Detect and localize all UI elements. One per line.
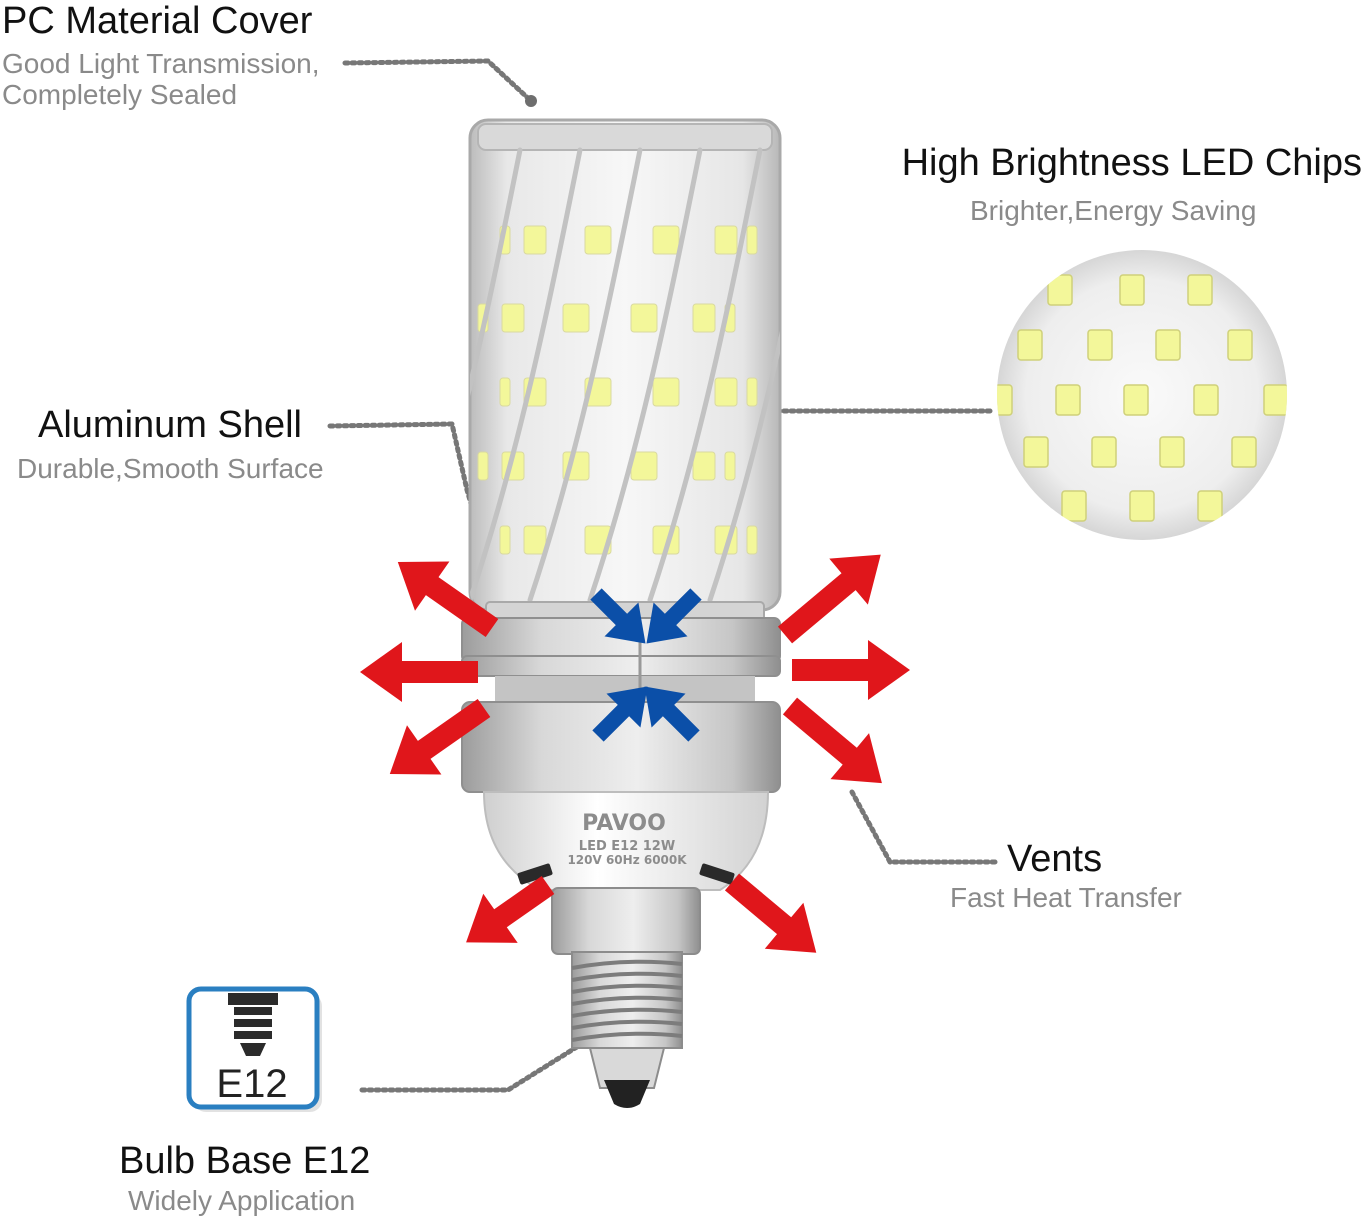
led-chip bbox=[746, 225, 758, 255]
magnified-led-chip bbox=[1231, 436, 1257, 468]
thread-line bbox=[571, 995, 683, 1006]
magnified-led-chip bbox=[1129, 490, 1155, 522]
cool-air-arrows bbox=[590, 588, 702, 742]
pc-cover-leader-dot bbox=[525, 95, 537, 107]
magnified-led-chip bbox=[1119, 274, 1145, 306]
hot-air-arrow bbox=[782, 697, 882, 784]
magnified-led-chip bbox=[1193, 384, 1219, 416]
cool-air-arrow bbox=[644, 686, 700, 742]
magnified-led-chip bbox=[1023, 436, 1049, 468]
magnified-led-chip bbox=[1155, 329, 1181, 361]
spiral-wire bbox=[470, 147, 523, 603]
bulb-brand-print: PAVOO bbox=[582, 811, 666, 836]
pc-cover-line1: Good Light Transmission, bbox=[2, 48, 320, 79]
led-chip bbox=[714, 377, 738, 407]
vents-title: Vents bbox=[1007, 838, 1103, 880]
thread-line bbox=[571, 1007, 683, 1018]
spiral-wire bbox=[647, 147, 763, 603]
magnified-led-chip bbox=[1055, 384, 1081, 416]
led-chip bbox=[652, 225, 680, 255]
thread-line bbox=[571, 971, 683, 982]
led-chip-grid bbox=[477, 225, 758, 555]
led-chip bbox=[630, 303, 658, 333]
led-chips-subtitle: Brighter,Energy Saving bbox=[970, 195, 1257, 226]
vents-leader bbox=[849, 789, 998, 865]
thread-line bbox=[571, 983, 683, 994]
magnified-led-chip bbox=[1187, 274, 1213, 306]
led-chip bbox=[501, 303, 525, 333]
hot-air-arrow bbox=[466, 875, 555, 943]
bulb-base-leader bbox=[359, 1037, 591, 1093]
magnified-led-chip bbox=[1087, 329, 1113, 361]
magnified-led-chip bbox=[1227, 329, 1253, 361]
e12-icon-label: E12 bbox=[216, 1062, 287, 1106]
cool-air-arrow bbox=[592, 686, 648, 742]
pc-cover-title: PC Material Cover bbox=[2, 0, 313, 42]
magnified-led-chip bbox=[1263, 384, 1287, 416]
led-chips-magnified bbox=[997, 250, 1287, 540]
led-chip bbox=[523, 225, 547, 255]
led-chip bbox=[562, 303, 590, 333]
pc-cover-leader bbox=[342, 58, 533, 103]
led-chip bbox=[692, 303, 716, 333]
thread-line bbox=[571, 959, 683, 970]
hot-air-arrow bbox=[724, 873, 817, 953]
spiral-wire bbox=[707, 147, 780, 603]
led-chip bbox=[523, 525, 547, 555]
magnified-led-chip bbox=[1123, 384, 1149, 416]
spiral-wire bbox=[587, 147, 703, 603]
led-chips-title: High Brightness LED Chips bbox=[901, 142, 1362, 184]
spiral-wires bbox=[470, 147, 780, 603]
led-chip bbox=[714, 225, 738, 255]
magnified-led-chip bbox=[1091, 436, 1117, 468]
bulb-base-subtitle: Widely Application bbox=[128, 1185, 356, 1216]
magnified-led-chip bbox=[1017, 329, 1043, 361]
hot-air-arrow bbox=[792, 640, 910, 700]
led-chip bbox=[584, 225, 612, 255]
magnified-led-chip bbox=[1159, 436, 1185, 468]
led-chip bbox=[477, 451, 489, 481]
led-chip bbox=[499, 377, 511, 407]
bulb-spec-print-1: LED E12 12W bbox=[579, 839, 675, 854]
vents-subtitle: Fast Heat Transfer bbox=[950, 882, 1182, 913]
magnified-led-chip bbox=[1047, 274, 1073, 306]
aluminum-shell-title: Aluminum Shell bbox=[38, 404, 302, 446]
aluminum-shell-subtitle: Durable,Smooth Surface bbox=[17, 453, 324, 484]
spiral-wire bbox=[470, 147, 583, 603]
hot-air-arrow bbox=[397, 561, 499, 638]
hot-air-arrow bbox=[777, 554, 881, 644]
hot-air-arrow bbox=[389, 698, 491, 775]
bulb-base-title: Bulb Base E12 bbox=[119, 1140, 371, 1182]
magnified-led-chip bbox=[1197, 490, 1223, 522]
led-chip bbox=[499, 525, 511, 555]
led-chip bbox=[692, 451, 716, 481]
led-chip bbox=[652, 377, 680, 407]
e12-base-icon: E12 bbox=[186, 986, 322, 1112]
pc-cover-line2: Completely Sealed bbox=[2, 79, 238, 110]
magnified-led-chip bbox=[997, 384, 1013, 416]
cool-air-arrow bbox=[646, 588, 702, 644]
led-chip bbox=[724, 451, 736, 481]
thread-line bbox=[571, 1031, 683, 1042]
magnified-led-chip bbox=[1061, 490, 1087, 522]
bulb-spec-print-2: 120V 60Hz 6000K bbox=[567, 853, 687, 867]
led-chip bbox=[746, 525, 758, 555]
thread-line bbox=[571, 1019, 683, 1030]
aluminum-shell bbox=[461, 601, 781, 793]
hot-air-arrow bbox=[360, 642, 478, 702]
hot-air-arrows bbox=[360, 554, 910, 953]
screw-base bbox=[551, 887, 701, 1108]
spiral-wire bbox=[527, 147, 643, 603]
cool-air-arrow bbox=[590, 588, 646, 644]
led-chip bbox=[746, 377, 758, 407]
